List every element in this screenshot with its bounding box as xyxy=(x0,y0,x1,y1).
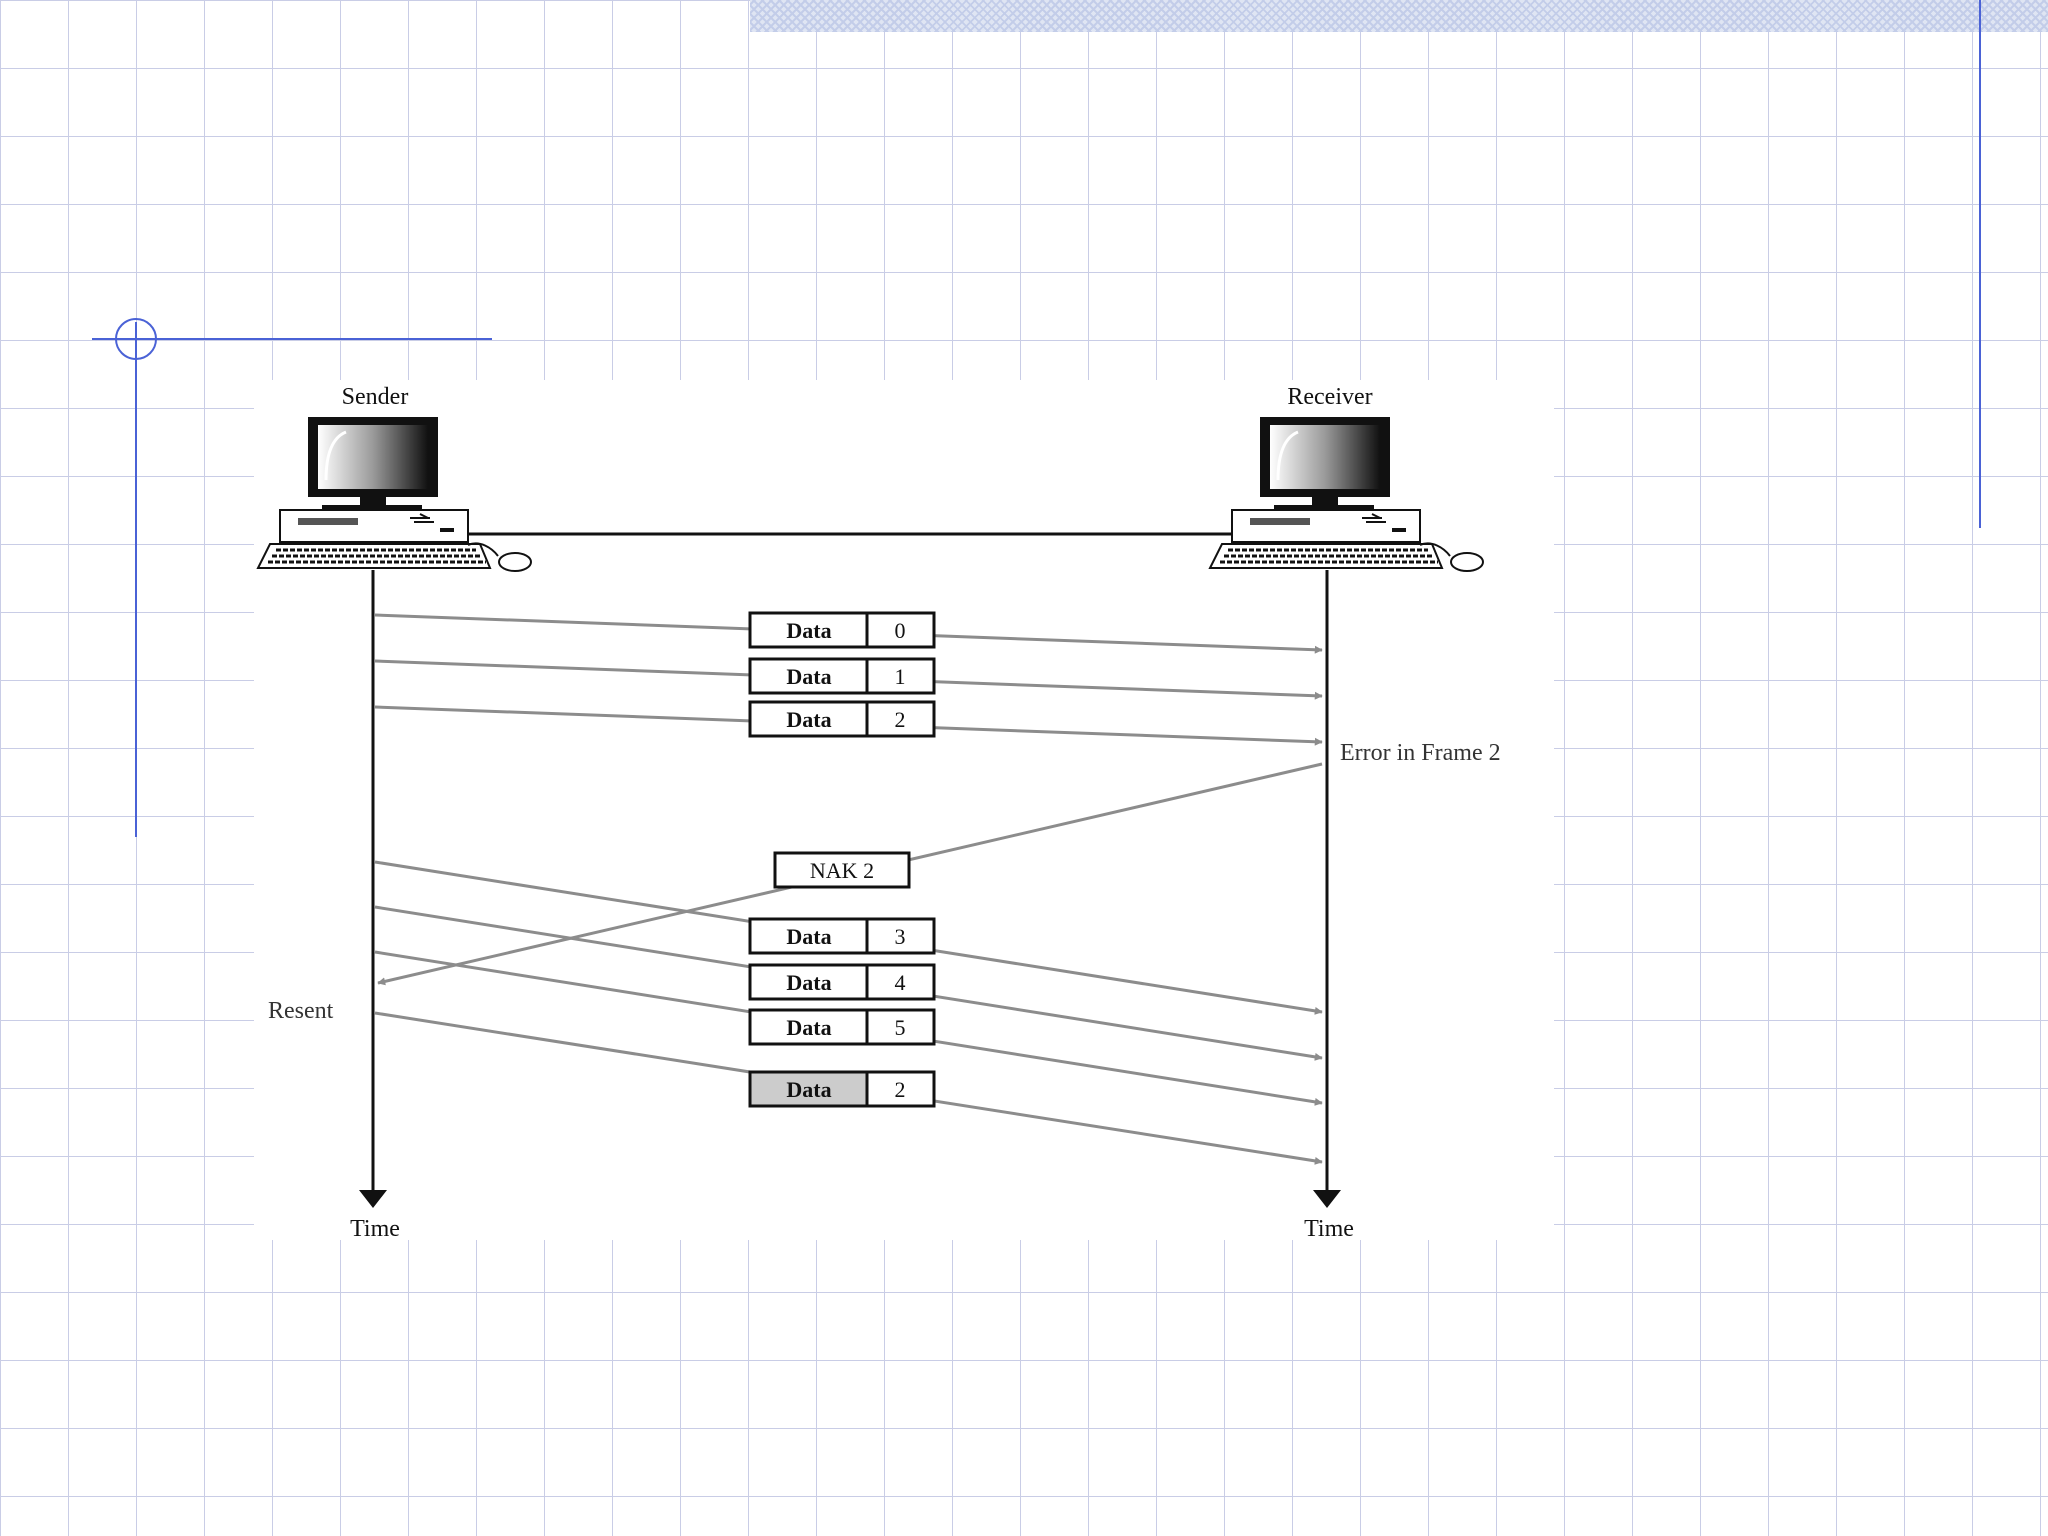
frame-seq-number: 2 xyxy=(895,707,906,732)
sender-timeline-arrowhead xyxy=(359,1190,387,1208)
receiver-computer-icon xyxy=(1208,417,1484,572)
nak-label: NAK 2 xyxy=(810,858,874,883)
frame-seq-number: 4 xyxy=(895,970,906,995)
frame-box: Data 0 xyxy=(748,611,936,649)
receiver-timeline-arrowhead xyxy=(1313,1190,1341,1208)
frame-box-resent: Data 2 xyxy=(748,1070,936,1108)
resent-label: Resent xyxy=(268,998,334,1024)
frame-seq-number: 5 xyxy=(895,1015,906,1040)
frame-box: Data 4 xyxy=(748,963,936,1001)
frame-seq-number: 0 xyxy=(895,618,906,643)
receiver-label: Receiver xyxy=(1287,384,1372,410)
error-label: Error in Frame 2 xyxy=(1340,740,1501,766)
frame-label: Data xyxy=(786,1015,831,1040)
decorative-pattern-band xyxy=(750,0,2048,32)
frame-label: Data xyxy=(786,1077,831,1102)
frame-label: Data xyxy=(786,924,831,949)
nak-box: NAK 2 xyxy=(773,851,911,889)
sender-computer-icon xyxy=(256,417,532,572)
frame-box: Data 2 xyxy=(748,700,936,738)
frame-label: Data xyxy=(786,707,831,732)
decorative-vertical-line-right xyxy=(1979,0,1981,528)
frame-seq-number: 3 xyxy=(895,924,906,949)
sender-label: Sender xyxy=(342,384,409,410)
frame-box: Data 5 xyxy=(748,1008,936,1046)
frame-label: Data xyxy=(786,970,831,995)
decorative-horizontal-line xyxy=(92,338,492,340)
frame-seq-number: 2 xyxy=(895,1077,906,1102)
frame-seq-number: 1 xyxy=(895,664,906,689)
sender-time-label: Time xyxy=(350,1216,400,1242)
frame-label: Data xyxy=(786,618,831,643)
frame-label: Data xyxy=(786,664,831,689)
frame-box: Data 1 xyxy=(748,657,936,695)
decorative-circle xyxy=(115,318,157,360)
frame-box: Data 3 xyxy=(748,917,936,955)
receiver-time-label: Time xyxy=(1304,1216,1354,1242)
decorative-vertical-line-left xyxy=(135,322,137,837)
